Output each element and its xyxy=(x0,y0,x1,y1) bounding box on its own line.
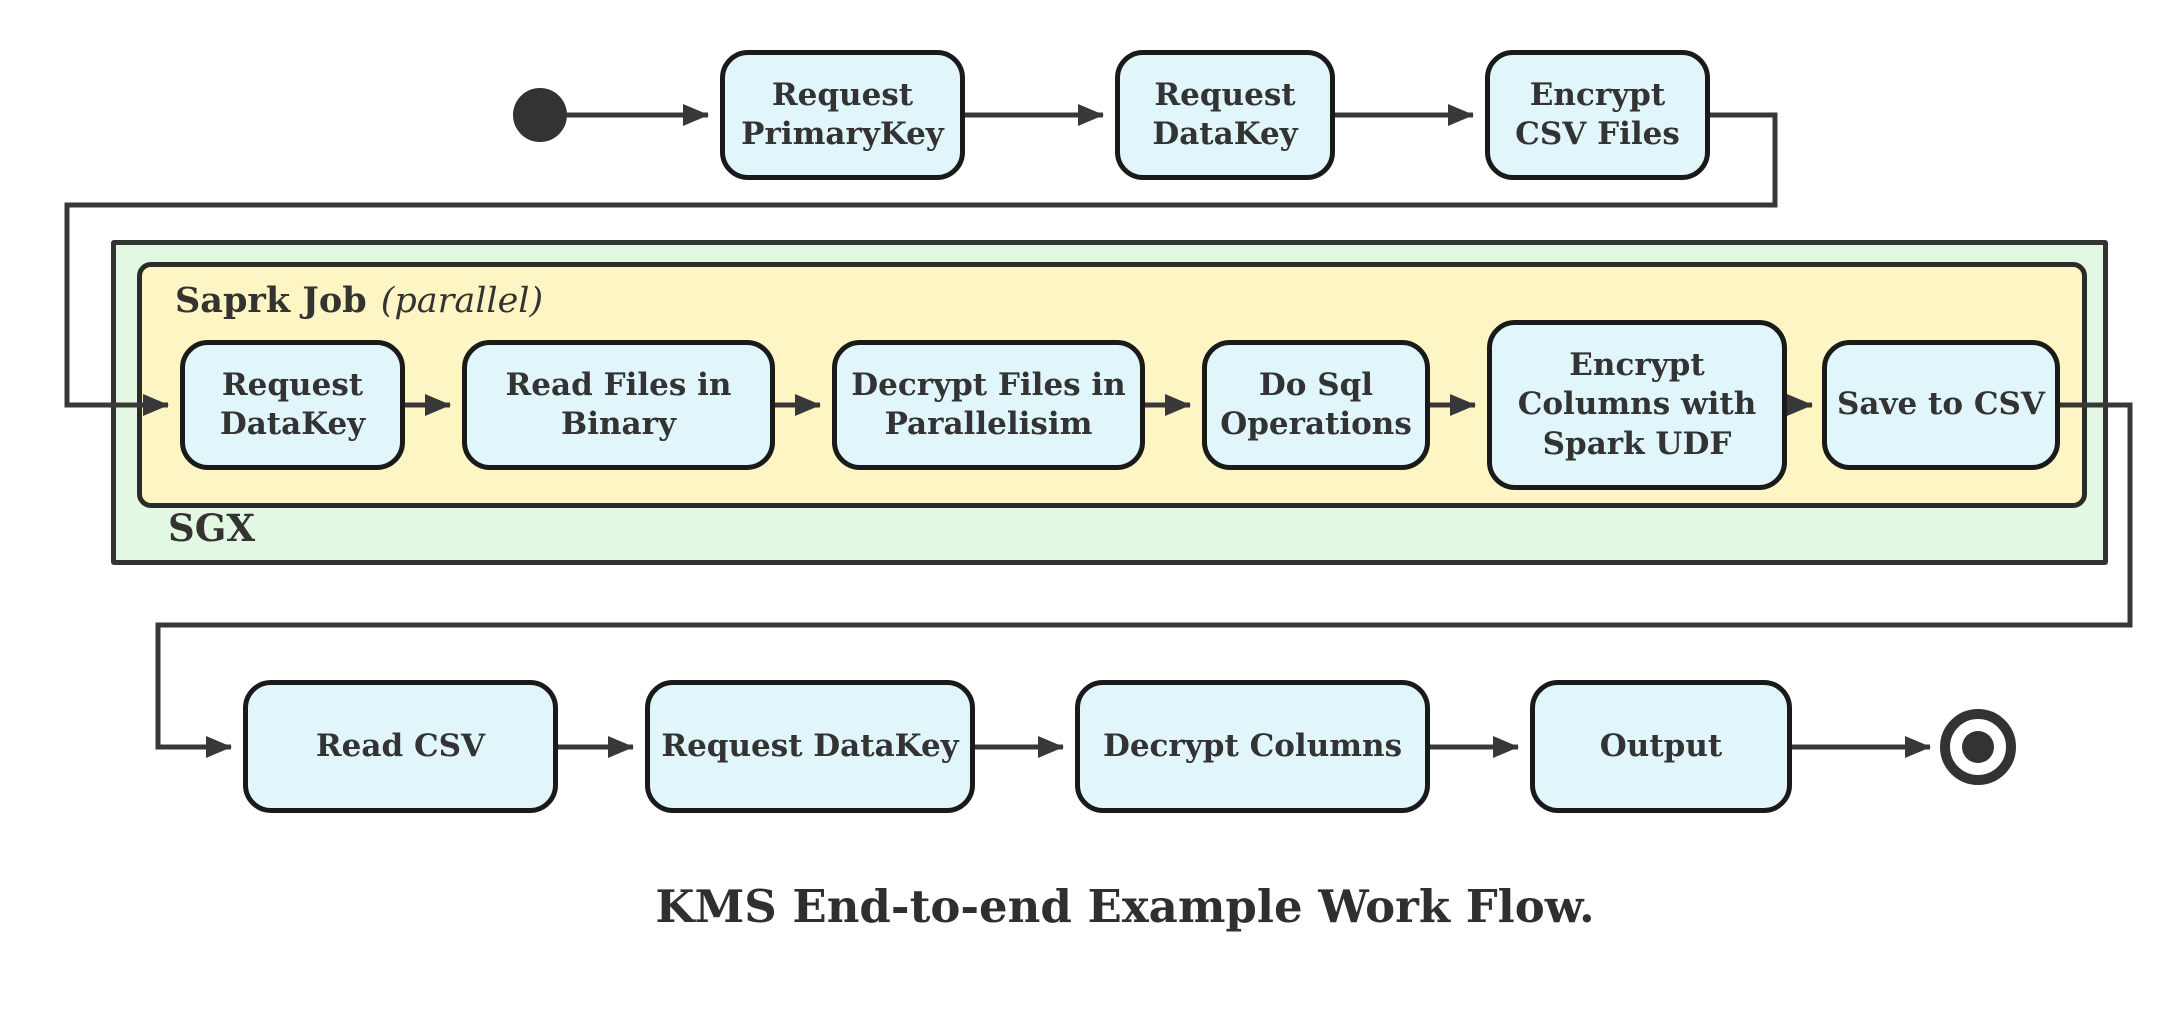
node-label-line: Output xyxy=(1599,727,1723,764)
node-decrypt-columns: Decrypt Columns xyxy=(1075,680,1430,813)
node-label-line: Parallelisim xyxy=(884,406,1093,442)
spark-job-parallel-qualifier: (parallel) xyxy=(380,281,544,321)
node-label-line: DataKey xyxy=(219,406,366,442)
sgx-container-label: SGX xyxy=(168,506,256,550)
node-label-line: PrimaryKey xyxy=(741,116,944,152)
node-request-datakey-sgx: Request DataKey xyxy=(180,340,405,470)
spark-job-label-text: Saprk Job xyxy=(175,280,367,321)
node-decrypt-files-in-parallelisim: Decrypt Files in Parallelisim xyxy=(832,340,1145,470)
node-label-line: Save to CSV xyxy=(1837,386,2045,423)
node-label-line: Decrypt Files in xyxy=(851,366,1126,403)
node-request-datakey-bottom: Request DataKey xyxy=(645,680,975,813)
node-label-line: Do Sql xyxy=(1258,366,1374,403)
node-label-line: Request xyxy=(771,76,914,113)
node-label-line: Request xyxy=(1154,76,1296,113)
node-label-line: Encrypt xyxy=(1569,346,1705,383)
node-label-line: Request DataKey xyxy=(661,727,959,764)
edge-save-csv-to-read-csv xyxy=(155,402,2133,758)
node-save-to-csv: Save to CSV xyxy=(1822,340,2060,470)
node-label-line: Spark UDF xyxy=(1542,425,1732,462)
spark-job-container-label: Saprk Job (parallel) xyxy=(175,280,543,321)
node-read-csv: Read CSV xyxy=(243,680,558,813)
node-request-primarykey: Request PrimaryKey xyxy=(720,50,965,180)
node-request-datakey-top: Request DataKey xyxy=(1115,50,1335,180)
edge-encrypt-csv-to-sgx-request-datakey xyxy=(64,112,1778,416)
end-node-inner-dot xyxy=(1962,731,1994,763)
node-label-line: Operations xyxy=(1220,406,1412,442)
node-label-line: Columns with xyxy=(1517,386,1757,423)
node-label-line: Request xyxy=(221,366,364,403)
node-label-line: Decrypt Columns xyxy=(1102,727,1403,764)
node-label-line: Read Files in xyxy=(505,366,732,403)
node-label-line: Encrypt xyxy=(1529,76,1666,113)
diagram-caption: KMS End-to-end Example Work Flow. xyxy=(655,880,1595,933)
start-node xyxy=(513,88,567,142)
node-encrypt-columns-with-spark-udf: Encrypt Columns with Spark UDF xyxy=(1487,320,1787,490)
node-output: Output xyxy=(1530,680,1792,813)
node-label-line: Binary xyxy=(561,406,676,442)
node-read-files-in-binary: Read Files in Binary xyxy=(462,340,775,470)
node-label-line: Read CSV xyxy=(315,727,486,764)
node-label-line: DataKey xyxy=(1152,116,1298,152)
node-do-sql-operations: Do Sql Operations xyxy=(1202,340,1430,470)
node-encrypt-csv-files: Encrypt CSV Files xyxy=(1485,50,1710,180)
node-label-line: CSV Files xyxy=(1515,116,1680,152)
